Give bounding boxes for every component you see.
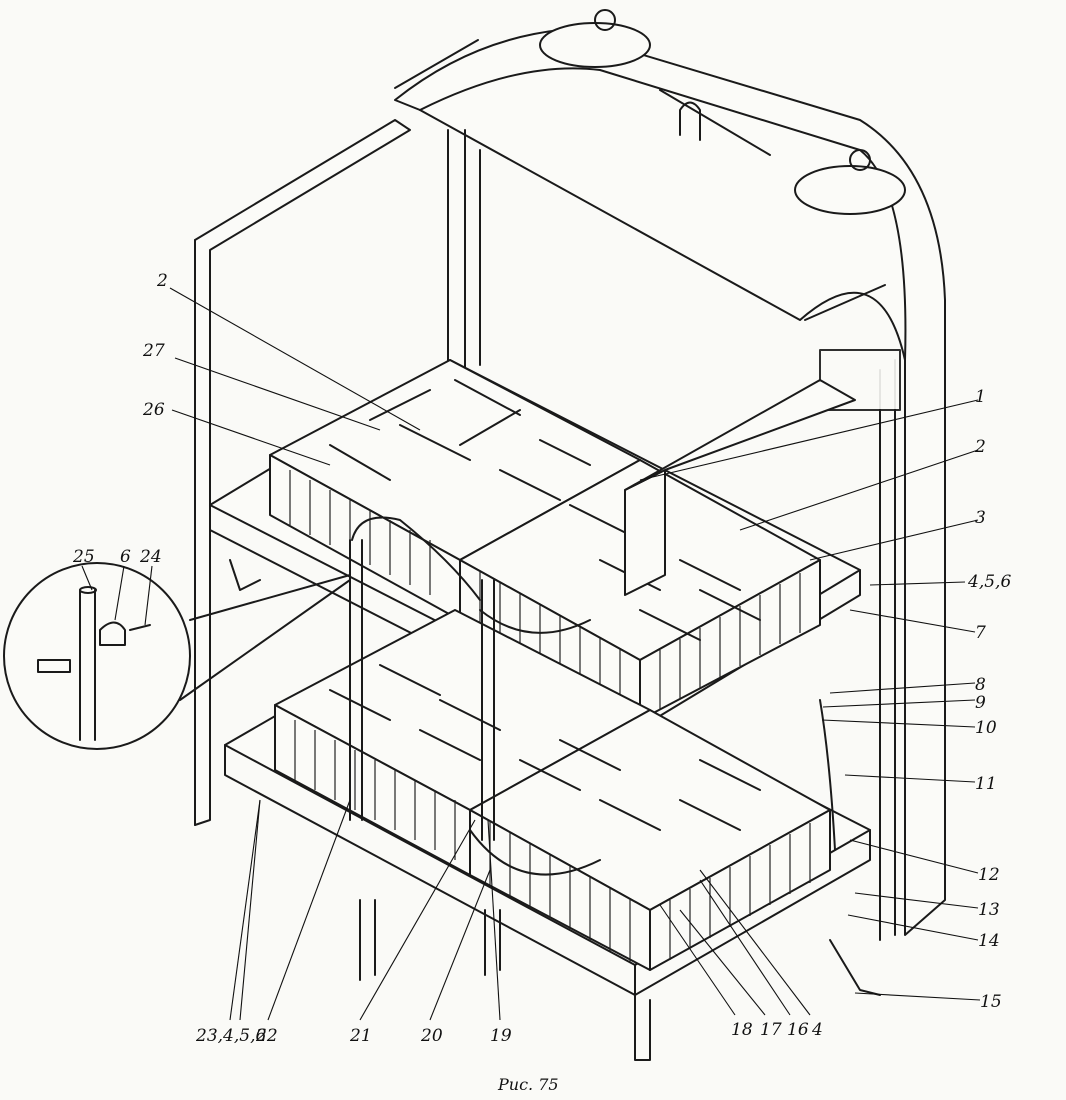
callout-6: 6 [120, 547, 131, 567]
callout-3: 3 [975, 508, 986, 528]
cabinet-frame [194, 9, 946, 941]
rods-and-cables [349, 516, 881, 996]
inset-detail [3, 562, 351, 750]
callout-23-4-5-6: 23,4,5,6 [195, 1026, 266, 1046]
callout-27: 27 [142, 341, 165, 361]
callout-1: 1 [975, 387, 986, 407]
callout-15: 15 [980, 992, 1002, 1012]
callout-4-5-6: 4,5,6 [967, 572, 1011, 592]
callout-4: 4 [811, 1020, 823, 1040]
filler-cap-right [794, 165, 906, 215]
callout-9: 9 [975, 693, 986, 713]
callout-19: 19 [490, 1026, 512, 1046]
callout-2-top: 2 [156, 271, 168, 291]
callout-labels: 2 27 26 25 6 24 1 2 3 4,5,6 7 8 9 10 11 … [72, 271, 1011, 1046]
lower-batteries [274, 609, 831, 971]
callout-26: 26 [142, 400, 165, 420]
callout-2-right: 2 [974, 437, 986, 457]
callout-18: 18 [731, 1020, 753, 1040]
callout-14: 14 [978, 931, 1000, 951]
callout-16: 16 [787, 1020, 809, 1040]
callout-17: 17 [760, 1020, 782, 1040]
callout-13: 13 [978, 900, 1000, 920]
callout-10: 10 [975, 718, 997, 738]
figure-caption: Рис. 75 [497, 1075, 559, 1094]
callout-21: 21 [349, 1026, 372, 1046]
callout-7: 7 [975, 623, 986, 643]
upper-batteries [269, 359, 856, 721]
filler-cap-left [539, 22, 651, 68]
callout-22: 22 [255, 1026, 278, 1046]
leader-lines [81, 287, 981, 1021]
callout-24: 24 [139, 547, 162, 567]
callout-8: 8 [975, 675, 986, 695]
callout-11: 11 [975, 774, 997, 794]
callout-20: 20 [420, 1026, 443, 1046]
callout-12: 12 [978, 865, 1000, 885]
callout-25: 25 [72, 547, 95, 567]
